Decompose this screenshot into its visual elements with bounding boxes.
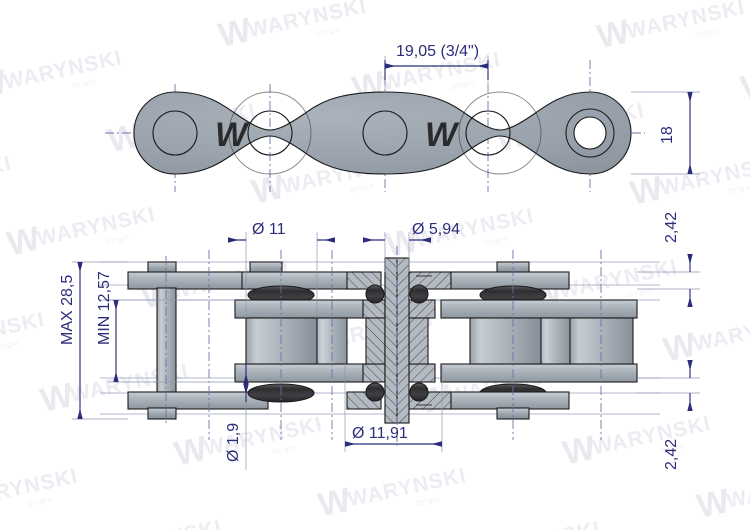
bore-hole-3 [362, 110, 408, 156]
dimension-pitch-label: 19,05 (3/4") [396, 43, 479, 60]
inner-plate-top-1 [234, 299, 364, 319]
cross-section-view: Ø 11 Ø 5,94 MAX 28,5 [59, 212, 700, 470]
dimension-max-285: MAX 28,5 [59, 261, 128, 420]
dimension-plate-height: 18 [631, 91, 700, 175]
inner-link-seam-left [228, 91, 312, 175]
connecting-eye-outer [565, 108, 615, 158]
pin-head-top-left [147, 261, 177, 274]
outer-plate-bottom-mid-2 [450, 391, 570, 410]
dimension-plate-thk-bottom-label: 2,42 [663, 439, 680, 470]
sectioned-plate-top-left [346, 271, 382, 290]
dimension-pitch: 19,05 (3/4") [384, 43, 489, 92]
dimension-oring-19: Ø 1,9 [225, 364, 249, 470]
sectioned-inner-plate-bottom-right [408, 363, 436, 383]
plate-logo-stamp-1: W [215, 116, 250, 154]
dimension-plate-height-label: 18 [659, 126, 676, 144]
inner-plate-bottom-1 [234, 363, 364, 383]
o-ring-section-bottom-right [409, 382, 429, 402]
sectioned-bushing-right [408, 317, 429, 365]
o-ring-section-top-right [409, 284, 429, 304]
pin-shaft-left [156, 287, 177, 393]
dimension-bore-11-label: Ø 11 [252, 221, 286, 238]
dimension-min-1257: MIN 12,57 [96, 271, 235, 383]
o-ring-section-bottom-left [365, 382, 385, 402]
roller-3 [569, 317, 634, 365]
bore-hole-1 [152, 110, 198, 156]
dimension-plate-thk-top-label: 2,42 [663, 212, 680, 243]
sectioned-bushing-left [365, 317, 386, 365]
dimension-max-285-label: MAX 28,5 [59, 275, 76, 345]
section-centerlines [165, 246, 602, 446]
inner-plate-bottom-2 [440, 363, 638, 383]
outer-plate-top-mid-1 [241, 271, 361, 290]
svg-text:W: W [425, 116, 460, 154]
chain-plate-outline [133, 91, 632, 175]
pin-head-top-inner-1 [249, 261, 283, 274]
roller-1 [245, 317, 318, 365]
bushing-2 [540, 317, 571, 365]
connecting-eye-bore [573, 116, 607, 150]
roller-2 [469, 317, 542, 365]
svg-text:W: W [215, 116, 250, 154]
inner-plate-top-2 [440, 299, 638, 319]
o-ring-section-top-left [365, 284, 385, 304]
sectioned-inner-plate-bottom-left [362, 363, 386, 383]
pin-head-bottom-left [147, 407, 177, 420]
plan-view: W W 19,05 (3/4") 18 [105, 43, 700, 192]
dimension-bore-11: Ø 11 [228, 221, 335, 318]
bore-hole-4 [465, 110, 511, 156]
dimension-pin-594: Ø 5,94 [363, 221, 460, 272]
inner-link-seam-right [458, 91, 542, 175]
dimension-oring-19-label: Ø 1,9 [225, 423, 242, 462]
dimension-plate-thk-top: 2,42 [637, 212, 700, 307]
plate-logo-stamp-2: W [425, 116, 460, 154]
bore-hole-2 [247, 110, 293, 156]
sectioned-assembly [346, 257, 452, 424]
outer-plate-bottom-left [127, 391, 269, 410]
sectioned-pin-left-half [384, 257, 398, 424]
dimension-roller-1191: Ø 11,91 [344, 364, 443, 452]
dimension-min-1257-label: MIN 12,57 [96, 271, 113, 345]
dimension-roller-1191-label: Ø 11,91 [352, 425, 408, 442]
dimension-pin-594-label: Ø 5,94 [412, 221, 460, 238]
dimension-plate-thk-bottom: 2,42 [637, 360, 700, 470]
